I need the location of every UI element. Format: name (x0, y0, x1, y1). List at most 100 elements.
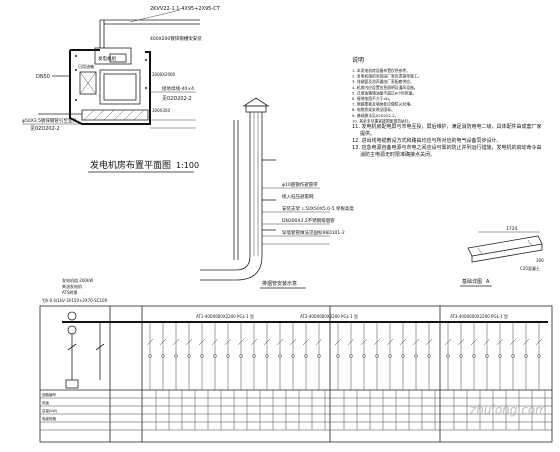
feeder-branch-line (509, 338, 517, 346)
note-item: 提供。 (360, 130, 375, 137)
feeder-branch-line (146, 338, 154, 346)
feeder-branch-line (148, 354, 152, 358)
feeder-branch-line (399, 338, 407, 346)
feeder-branch-line (401, 354, 405, 358)
feeder-branch-line (388, 354, 392, 358)
panel-2-label: AT2-400X600X2200 PGL-1 型 (300, 313, 358, 319)
feeder-branch-line (315, 338, 323, 346)
watermark: zhulong.com (469, 403, 547, 417)
note-item: 7. 穿越楼板及墙体处应做防火封堵。 (352, 102, 414, 107)
exhaust-label-3: 安装支架 ∟50X50X5.0-5 单根高度 (282, 205, 354, 212)
feeder-branch-line (224, 338, 232, 346)
base-detail: 1724 C20混凝土 300 基础详图 A (460, 226, 544, 287)
feeder-branch-line (172, 338, 180, 346)
feeder-branch-line (185, 338, 193, 346)
feeder-branch-line (457, 338, 465, 346)
feeder-branch-line (470, 338, 478, 346)
left-header-1: 发电机组 200kW (62, 277, 93, 283)
incoming-cable: YJV-0.6/1kV-3X150+2X70-SC100 (41, 298, 108, 303)
feeder-branch-line (226, 354, 230, 358)
feeder-branch-line (511, 354, 515, 358)
feeder-branch-line (498, 354, 502, 358)
left-header-3: ATS转换 (62, 289, 77, 295)
room-label: 发电机组 (98, 55, 116, 62)
feeder-branch-line (237, 338, 245, 346)
left-header-2: 柴油发电机 (62, 283, 82, 289)
feeder-branch-line (336, 354, 340, 358)
grounding-dots (75, 55, 147, 101)
exhaust-pipe-detail: φ10圆钢作避雷带 接入低压避雷网 安装支架 ∟50X50X5.0-5 单根高度… (200, 97, 354, 289)
note-bottom-1: φ50X3.5镀锌钢管引至室外 (22, 117, 77, 124)
feeder-branch-line (263, 338, 271, 346)
cable-label: 2KVV22-1.1-4X95+2X95-CT (150, 6, 221, 12)
feeder-branch-line (472, 354, 476, 358)
generator-room-title: 发电机房布置平面图 (90, 159, 171, 171)
base-label: A (486, 279, 490, 285)
note-item: 13. 应急电源自备电源与市电之间应设可靠的防止并列运行措施，发电机的启动命令由 (352, 144, 542, 151)
feeder-branch-line (444, 338, 452, 346)
schematic-left-header: 发电机组 200kW 柴油发电机 ATS转换 YJV-0.6/1kV-3X150… (41, 277, 108, 303)
feeder-branch-line (414, 354, 418, 358)
cable-sublabel: 400X200镀锌钢槽架安装 (150, 35, 202, 42)
base-dim-r: 300 (536, 258, 544, 263)
distribution-schematic: AT1-400X600X2200 PGL-1 型 AT2-400X600X220… (39, 305, 553, 443)
feeder-branch-line (187, 354, 191, 358)
note-right-2: 见02D202-2 (162, 96, 192, 102)
note-right-1: 接地母线-40×4 (162, 85, 194, 92)
feeder-branch-line (537, 354, 541, 358)
feeder-branch-line (524, 354, 528, 358)
note-item: 3. 排烟管及消声器由厂家配套供应。 (352, 79, 414, 84)
feeder-branch-line (535, 338, 543, 346)
note-bottom-2: 见02D202-2 (30, 126, 60, 132)
feeder-branch-line (317, 354, 321, 358)
feeder-branch-line (239, 354, 243, 358)
exhaust-label-5: 穿墙套管做法见国标98D101-2 (282, 229, 345, 236)
feeder-branch-line (386, 338, 394, 346)
feeder-branch-line (485, 354, 489, 358)
row-label-2: 容量(kW) (42, 408, 58, 413)
notes-block: 说明 1. 本发电机房设备布置仅供参考。2. 发电机组的安装由厂家负责指导施工。… (352, 56, 542, 158)
note-item: 9. 基础做法见02D202-2。 (352, 113, 398, 118)
feeder-branch-line (174, 354, 178, 358)
panel-1-label: AT1-400X600X2200 PGL-1 型 (196, 313, 254, 319)
feeder-branch-line (250, 338, 258, 346)
note-item: 1. 本发电机房设备布置仅供参考。 (352, 68, 410, 73)
base-dim-top: 1724 (506, 226, 518, 232)
feeder-branch-line (362, 354, 366, 358)
feeder-branches (146, 322, 543, 390)
note-item: 消防主电源无时限准确接点关闭。 (360, 151, 435, 158)
generator-room-scale: 1:100 (176, 161, 199, 170)
feeder-branch-line (446, 354, 450, 358)
note-item: 8. 电缆桥架安装见国标。 (352, 107, 395, 112)
feeder-branch-line (360, 338, 368, 346)
notes-heading: 说明 (352, 56, 364, 64)
note-item: 10. 其余未尽事宜按国家规范执行。 (352, 118, 412, 123)
feeder-branch-line (291, 354, 295, 358)
feeder-branch-line (496, 338, 504, 346)
feeder-branch-line (347, 338, 355, 346)
pipe-label: DN50 (36, 74, 50, 80)
feeder-branch-line (334, 338, 342, 346)
circuit-table: 回路编号 用途 容量(kW) 电缆规格 (40, 389, 552, 431)
note-item: 12. 进出线电缆敷设方式和路由均应与所对应的电气设备同步设计。 (352, 137, 502, 144)
feeder-branch-line (427, 354, 431, 358)
feeder-branch-line (412, 338, 420, 346)
exhaust-label-2: 接入低压避雷网 (282, 193, 314, 200)
note-item: 4. 机房内应设置应急照明及通风设施。 (352, 85, 418, 90)
feeder-branch-line (200, 354, 204, 358)
feeder-branch-line (375, 354, 379, 358)
feeder-branch-line (425, 338, 433, 346)
table-columns (155, 390, 546, 430)
feeder-branch-line (159, 338, 167, 346)
base-title: 基础详图 (462, 278, 482, 285)
note-item: 11. 发电机房配电屏与市电互投，屏后维护，满足消防用电二级，具体配件由成套厂家 (352, 123, 542, 130)
feeder-branch-line (373, 338, 381, 346)
feeder-branch-line (522, 338, 530, 346)
feeder-branch-line (459, 354, 463, 358)
note-item: 6. 接地电阻不大于4Ω。 (352, 96, 393, 101)
feeder-branch-line (483, 338, 491, 346)
note-item: 2. 发电机组的安装由厂家负责指导施工。 (352, 74, 421, 79)
feeder-branch-line (304, 354, 308, 358)
base-dim-side: C20混凝土 (520, 265, 540, 271)
